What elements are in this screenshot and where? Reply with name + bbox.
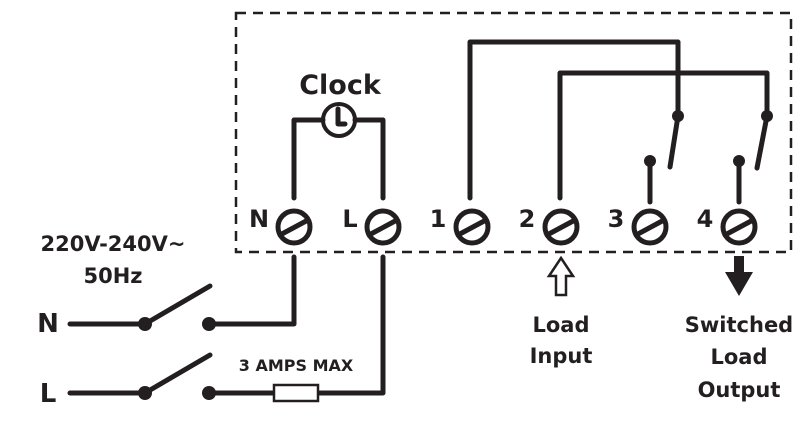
relay-contact-4 [733, 110, 773, 205]
arrow-up-icon [546, 255, 576, 297]
supply-voltage-label: 220V-240V~ [41, 232, 186, 256]
screw-terminal-n [275, 208, 313, 246]
terminal-label-l: L [342, 205, 357, 233]
load-output-label-line2: Load [710, 345, 767, 369]
fuse-rating-label: 3 AMPS MAX [239, 356, 354, 375]
supply-live-label: L [40, 379, 57, 409]
screw-terminal-l [364, 208, 402, 246]
relay-contact-3 [644, 110, 684, 205]
clock-icon [321, 102, 357, 138]
fuse-icon [272, 383, 320, 403]
screw-terminal-1 [453, 208, 491, 246]
screw-terminal-3 [631, 208, 669, 246]
supply-neutral-label: N [37, 309, 59, 339]
terminal-1-wire [467, 39, 681, 201]
load-input-label-line2: Input [530, 344, 593, 368]
neutral-isolator-switch [67, 254, 297, 331]
screw-terminal-4 [720, 208, 758, 246]
load-output-label-line1: Switched [685, 313, 793, 337]
live-isolator-switch [67, 254, 386, 400]
clock-label: Clock [299, 70, 382, 101]
terminal-label-1: 1 [430, 205, 447, 233]
terminal-label-2: 2 [519, 205, 536, 233]
terminal-label-n: N [249, 205, 269, 233]
supply-frequency-label: 50Hz [83, 264, 142, 288]
terminal-label-3: 3 [608, 205, 625, 233]
timer-enclosure [234, 11, 793, 254]
screw-terminal-2 [542, 208, 580, 246]
load-input-label-line1: Load [532, 313, 589, 337]
clock-neutral-wire [291, 117, 326, 201]
arrow-down-icon [725, 256, 753, 296]
load-output-label-line3: Output [698, 378, 781, 402]
terminal-2-wire [557, 70, 770, 201]
clock-live-wire [352, 117, 386, 201]
terminal-label-4: 4 [697, 205, 714, 233]
